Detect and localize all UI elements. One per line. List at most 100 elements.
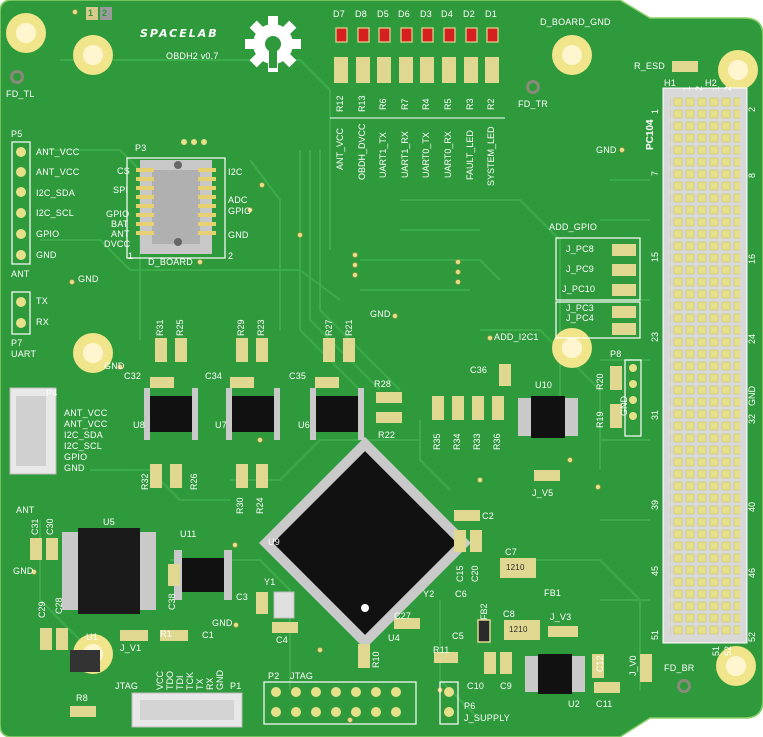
pc104-right-number: 24 [747, 333, 757, 344]
pc104-left-number: 7 [650, 170, 660, 176]
p4-ref: P4 [46, 388, 58, 398]
r1-label: R1 [160, 629, 172, 639]
c9-label: C9 [500, 681, 512, 691]
p5-pin: GPIO [36, 229, 60, 239]
r19-label: R19 [595, 411, 605, 428]
p3-left: ANT [111, 229, 130, 239]
chip-u11: U11 [180, 529, 197, 539]
p4-footer: ANT [16, 505, 35, 515]
c8-value: 1210 [509, 625, 528, 634]
add-gpio-title: ADD_GPIO [549, 222, 598, 232]
p5-footer: ANT [11, 269, 30, 279]
spacelab-logo: SPACELAB [140, 27, 219, 40]
cap-label: C32 [124, 371, 142, 381]
p3-right: GND [228, 230, 249, 240]
c7-value: 1210 [506, 563, 525, 572]
j-v0-label: J_V0 [628, 655, 638, 676]
led-designator: D8 [355, 9, 367, 19]
jtag-pin: GND [215, 670, 225, 690]
pc104-right-number: 52 [747, 631, 757, 642]
r28-label: R28 [374, 379, 392, 389]
p5-pin: I2C_SCL [36, 208, 74, 218]
sop-chips [150, 396, 572, 694]
c2-label: C2 [482, 511, 494, 521]
c38-label: C38 [167, 593, 177, 610]
p2-label: JTAG [290, 671, 314, 681]
led-resistor: R12 [335, 95, 345, 112]
add-gpio-item: J_PC4 [566, 313, 595, 323]
pc104-right-number: 8 [747, 172, 757, 178]
resistor-label: R24 [255, 497, 265, 514]
c4-label: C4 [276, 635, 288, 645]
c8-label: C8 [503, 609, 515, 619]
pc104-top-number: 2 [694, 85, 704, 91]
p4-pin: I2C_SCL [64, 441, 102, 451]
led-designator: D5 [377, 9, 389, 19]
p2-ref: P2 [268, 671, 280, 681]
pc104-top-number: 1 [711, 85, 721, 91]
p5-pin: GND [36, 250, 57, 260]
gnd-label: GND [596, 145, 617, 155]
add-gpio-item: J_PC3 [566, 303, 595, 313]
led-row [330, 27, 505, 119]
c6-label: C6 [455, 589, 467, 599]
chip-u10: U10 [535, 380, 553, 390]
p4-pin: GPIO [64, 452, 88, 462]
led-signal: UART1_TX [378, 132, 388, 178]
fiducial-tr-label: FD_TR [518, 99, 548, 109]
pc104-h1: H1 [664, 78, 676, 88]
p5-header [11, 141, 31, 265]
add-gpio-item: J_PC10 [562, 284, 596, 294]
chip-u2: U2 [568, 699, 580, 709]
d-board-gnd-label: D_BOARD_GND [540, 17, 611, 27]
led-resistor: R6 [378, 98, 388, 110]
p4-pin: ANT_VCC [64, 408, 108, 418]
c30-label: C30 [45, 518, 55, 535]
led-signal: FAULT_LED [465, 130, 475, 180]
p8-ref: P8 [610, 349, 622, 359]
p1-ref: P1 [230, 681, 242, 691]
p7-footer: UART [11, 349, 37, 359]
pc104-gnd-left: GND [619, 396, 629, 416]
p3-left: BAT [111, 219, 129, 229]
p3-pin2: 2 [228, 251, 234, 261]
resistor-label: R26 [189, 473, 199, 490]
c36-label: C36 [470, 365, 488, 375]
gnd-label: GND [13, 566, 34, 576]
p4-pin: ANT_VCC [64, 419, 108, 429]
resistor-label: R32 [140, 473, 150, 490]
fiducial-br-label: FD_BR [664, 663, 695, 673]
pc104-left-number: 51 [650, 629, 660, 640]
r20-label: R20 [595, 373, 605, 390]
jtag-label: JTAG [115, 681, 139, 691]
badge-1: 1 [88, 8, 94, 18]
chip-y2: Y2 [423, 589, 435, 599]
c28-label: C28 [54, 597, 64, 614]
chip-u6: U6 [298, 420, 310, 430]
gnd-label: GND [104, 361, 125, 371]
p3-ref: P3 [135, 143, 147, 153]
p3-left: DVCC [104, 239, 131, 249]
fiducials [10, 70, 691, 693]
led-designator: D1 [485, 9, 497, 19]
resistor-label: R29 [236, 319, 246, 336]
resistor-label: R35 [432, 433, 442, 450]
pc104-right-number: 40 [747, 501, 757, 512]
resistor-label: R27 [324, 319, 334, 336]
p3-footer: D_BOARD [148, 257, 193, 267]
p7-pin: TX [36, 296, 48, 306]
jtag-pin: TCK [185, 672, 195, 690]
p4-pin: GND [64, 463, 85, 473]
pc104-gnd-right: GND [747, 386, 757, 406]
led-resistor: R2 [486, 98, 496, 110]
p3-right: ADC [228, 195, 248, 205]
led-signal: UART1_RX [400, 131, 410, 178]
p3-right: I2C [228, 167, 243, 177]
pc104-left-number: 1 [650, 108, 660, 114]
led-resistor: R7 [400, 98, 410, 110]
pc104-left-number: 15 [650, 251, 660, 262]
gear-logo [245, 16, 301, 72]
led-signal: SYSTEM_LED [486, 126, 496, 186]
